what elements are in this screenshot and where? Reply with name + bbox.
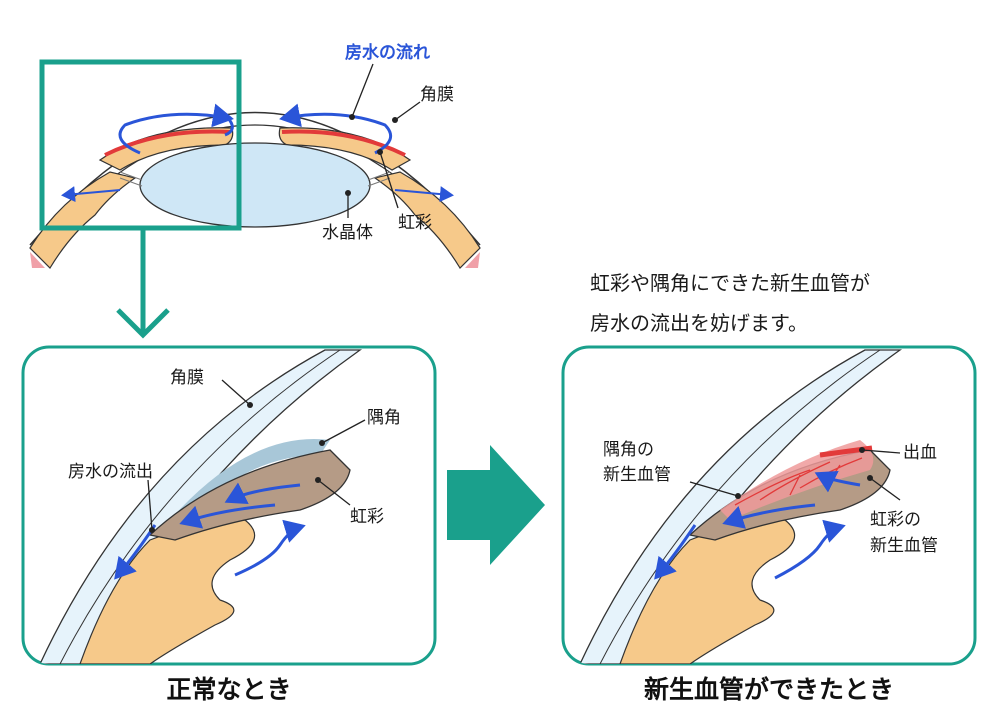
caption-neovascular: 新生血管ができたとき	[644, 675, 894, 704]
label-angle-nv-1: 隅角の	[603, 440, 654, 460]
label-angle-normal: 隅角	[367, 408, 401, 428]
label-cornea-top: 角膜	[420, 85, 454, 105]
zonules	[119, 171, 391, 187]
choroid-left	[30, 252, 45, 268]
zoom-arrow-head	[116, 308, 170, 339]
sclera-outer	[29, 111, 481, 246]
choroid-right	[465, 252, 480, 268]
normal-panel: 角膜 隅角 房水の流出 虹彩 正常なとき	[21, 345, 437, 704]
iris-vessels-left	[104, 129, 231, 157]
iris-right	[278, 127, 412, 171]
transition-arrow	[447, 445, 545, 565]
outflow-arrow-right	[394, 186, 454, 203]
label-iris-normal: 虹彩	[350, 507, 384, 527]
zoom-frame	[39, 59, 242, 231]
caption-normal: 正常なとき	[166, 675, 291, 704]
flow-arrow-right	[279, 103, 393, 155]
label-cornea-normal: 角膜	[170, 368, 204, 388]
top-eye-diagram: 房水の流れ 角膜 虹彩 水晶体	[29, 42, 481, 339]
label-aqueous-outflow: 房水の流出	[68, 462, 153, 482]
note-line-1: 虹彩や隅角にできた新生血管が	[590, 271, 870, 295]
note-line-2: 房水の流出を妨げます。	[590, 311, 808, 335]
flow-arrow-left-b	[224, 117, 234, 137]
label-iris-top: 虹彩	[398, 213, 432, 233]
iris-vessels-right	[281, 129, 406, 157]
neovascular-tissue	[720, 440, 874, 520]
label-iris-nv-1: 虹彩の	[870, 510, 921, 530]
label-bleeding: 出血	[903, 443, 937, 463]
outflow-arrow-left	[61, 186, 121, 203]
label-angle-nv-2: 新生血管	[603, 465, 671, 485]
neovascular-panel: 虹彩や隅角にできた新生血管が 房水の流出を妨げます。 隅角の 新生血管 出血 虹…	[561, 271, 977, 704]
flow-arrow-left	[118, 103, 234, 155]
ciliary-body-left	[29, 171, 137, 269]
lens-shape	[139, 142, 371, 228]
label-lens: 水晶体	[322, 223, 373, 243]
label-aqueous-flow: 房水の流れ	[345, 42, 430, 63]
label-iris-nv-2: 新生血管	[870, 536, 938, 556]
